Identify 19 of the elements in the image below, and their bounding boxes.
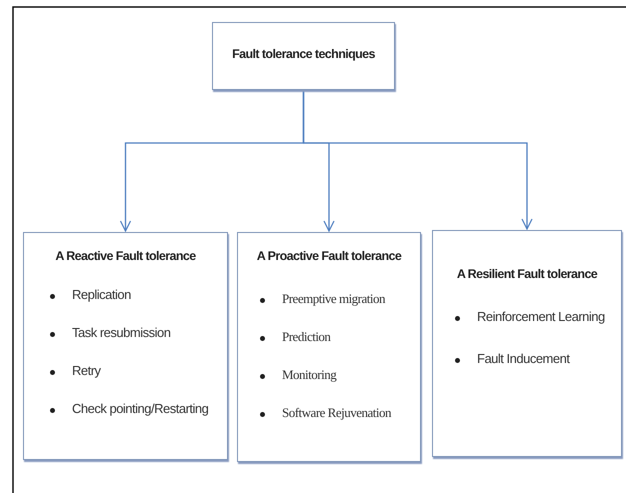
list-item: Task resubmission	[72, 325, 170, 340]
list-item: Monitoring	[282, 367, 336, 383]
list-item: Prediction	[282, 329, 330, 345]
list-item: Check pointing/Restarting	[72, 401, 208, 416]
list-item: Reinforcement Learning	[477, 309, 605, 324]
root-box	[212, 22, 395, 90]
list-item: Preemptive migration	[282, 291, 386, 307]
box-heading: Fault tolerance techniques	[231, 47, 376, 61]
box-heading: A Reactive Fault tolerance	[54, 249, 197, 263]
box-heading: A Proactive Fault tolerance	[256, 249, 402, 263]
category-box	[23, 232, 228, 460]
category-box	[237, 232, 421, 462]
list-item: Software Rejuvenation	[282, 405, 391, 421]
list-item: Fault Inducement	[477, 351, 570, 366]
category-box	[432, 230, 622, 457]
list-item: Replication	[72, 287, 131, 302]
box-heading: A Resilient Fault tolerance	[456, 267, 598, 281]
arrow	[302, 90, 533, 230]
list-item: Retry	[72, 363, 101, 378]
